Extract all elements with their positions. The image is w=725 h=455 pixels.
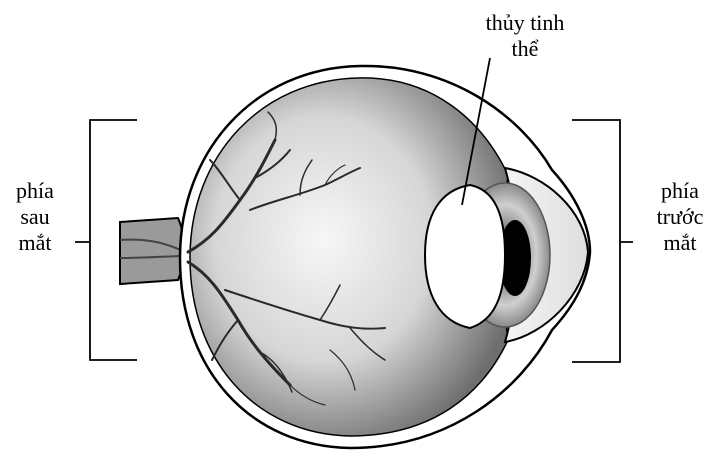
front-of-eye-label-line-3: mắt: [640, 230, 720, 256]
lens: [425, 185, 505, 328]
back-of-eye-label-line-2: sau: [0, 204, 70, 230]
lens-label-line-2: thể: [470, 36, 580, 62]
back-of-eye-label-line-1: phía: [0, 178, 70, 204]
back-of-eye-label-line-3: mắt: [0, 230, 70, 256]
front-of-eye-label-line-1: phía: [640, 178, 720, 204]
lens-label-line-1: thủy tinh: [470, 10, 580, 36]
lens-label: thủy tinh thể: [470, 10, 580, 62]
back-of-eye-label: phía sau mắt: [0, 178, 70, 256]
front-of-eye-label-line-2: trước: [640, 204, 720, 230]
front-of-eye-label: phía trước mắt: [640, 178, 720, 256]
optic-nerve: [120, 218, 185, 284]
